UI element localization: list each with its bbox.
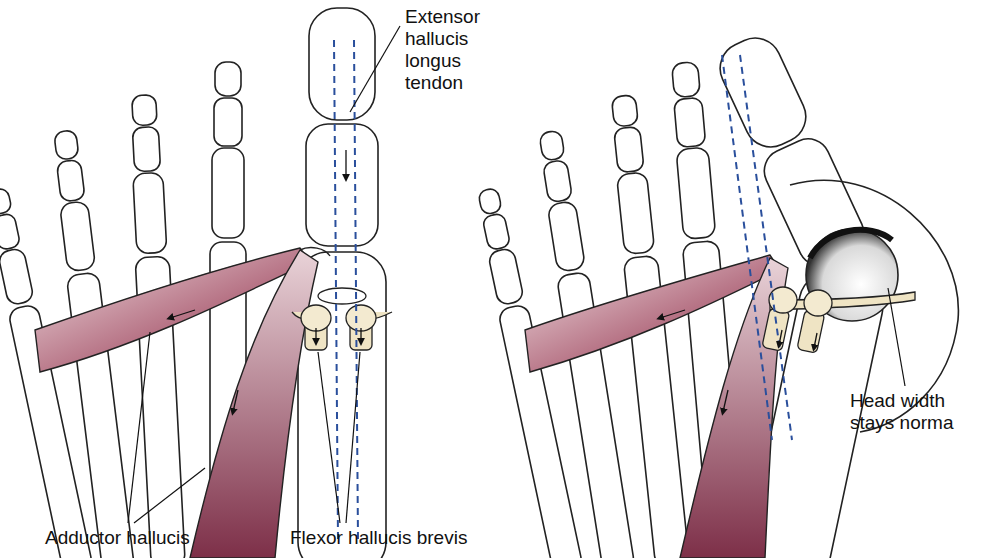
right-tendon-lines — [722, 55, 792, 440]
left-force-arrows — [170, 150, 361, 412]
muscle-label: Adductor hallucis — [45, 527, 245, 549]
left-muscles — [35, 248, 330, 558]
note-label: Head width stays norma — [850, 390, 978, 434]
right-sesamoids — [762, 287, 915, 353]
leader-lines — [128, 26, 905, 523]
muscle-label: Flexor hallucis brevis — [290, 527, 510, 549]
right-force-arrows — [660, 310, 817, 412]
left-foot-bones — [0, 8, 386, 558]
right-foot-bones — [473, 28, 959, 558]
left-tendon-lines — [334, 40, 358, 540]
left-sesamoids — [292, 288, 392, 350]
right-muscles — [525, 255, 788, 558]
tendon-label: Extensor hallucis longus tendon — [405, 6, 505, 93]
